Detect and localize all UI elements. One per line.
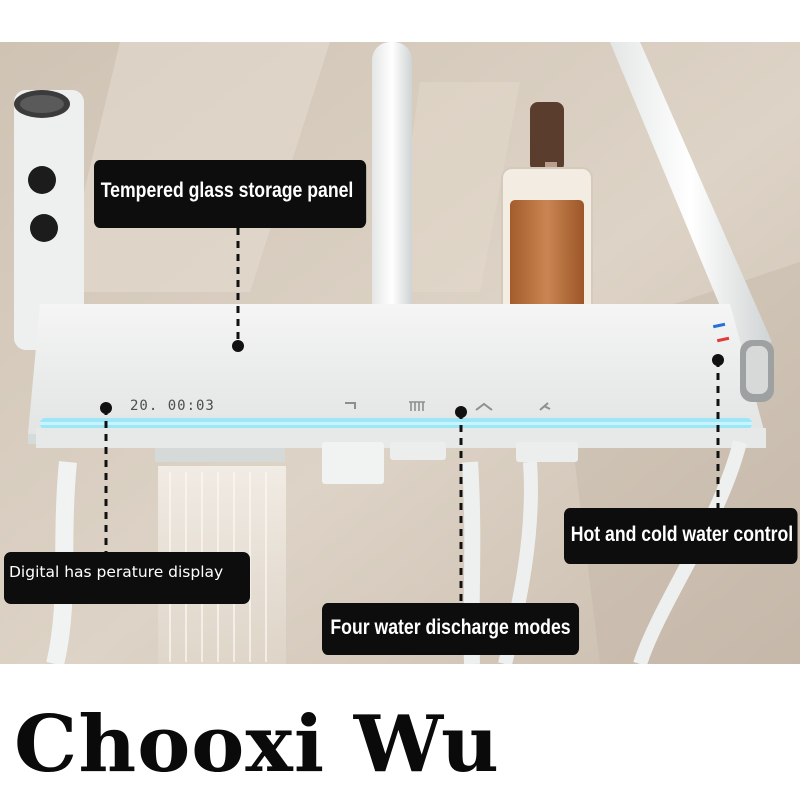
hand-shower (14, 90, 84, 358)
temperature-readout: 20. 00:03 (130, 398, 215, 414)
digital-display-callout: Digital has perature display (4, 552, 250, 604)
glass-panel-callout: Tempered glass storage panel (94, 160, 367, 228)
brand-logo: Chooxi Wu (14, 699, 500, 790)
leader-dots (100, 340, 724, 418)
hot-cold-callout: Hot and cold water control (564, 508, 798, 564)
glass-shelf (28, 304, 774, 484)
perfume-bottle (501, 102, 593, 345)
discharge-modes-callout: Four water discharge modes (322, 603, 580, 655)
leader-lines (104, 228, 720, 602)
riser-pipe (372, 42, 412, 357)
